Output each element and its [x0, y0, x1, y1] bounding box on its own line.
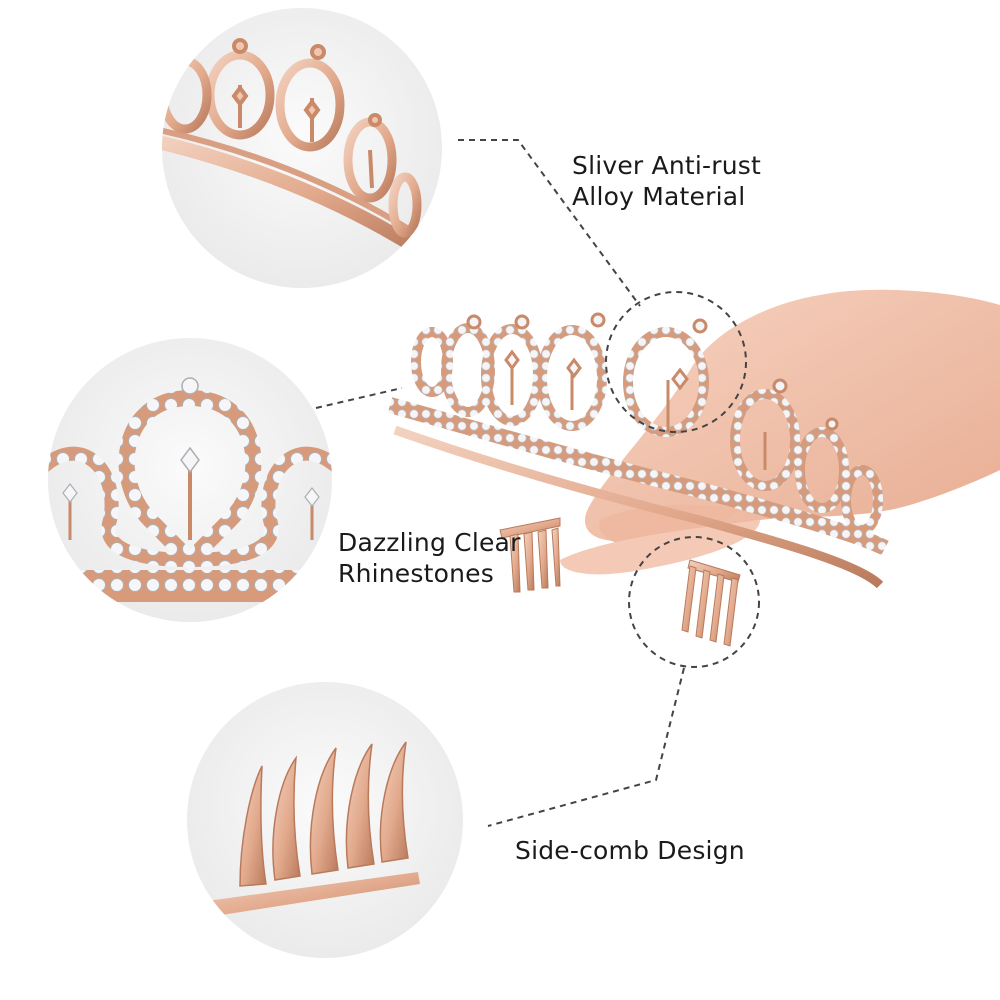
material-closeup-circle [162, 8, 442, 288]
comb-feature-label: Side-comb Design [515, 835, 745, 866]
comb-closeup-circle [187, 682, 463, 958]
material-label-line1: Sliver Anti-rust [572, 151, 762, 180]
comb-label-line1: Side-comb Design [515, 836, 745, 865]
material-label-line2: Alloy Material [572, 182, 746, 211]
hand-illustration [560, 289, 1000, 575]
material-feature-label: Sliver Anti-rust Alloy Material [572, 150, 761, 212]
callout-lines [315, 139, 760, 827]
rhinestones-label-line1: Dazzling Clear [338, 528, 521, 557]
rhinestones-closeup-circle [48, 338, 332, 622]
rhinestones-feature-label: Dazzling Clear Rhinestones [338, 527, 521, 589]
tiara-illustration [387, 312, 889, 647]
rhinestones-label-line2: Rhinestones [338, 559, 494, 588]
